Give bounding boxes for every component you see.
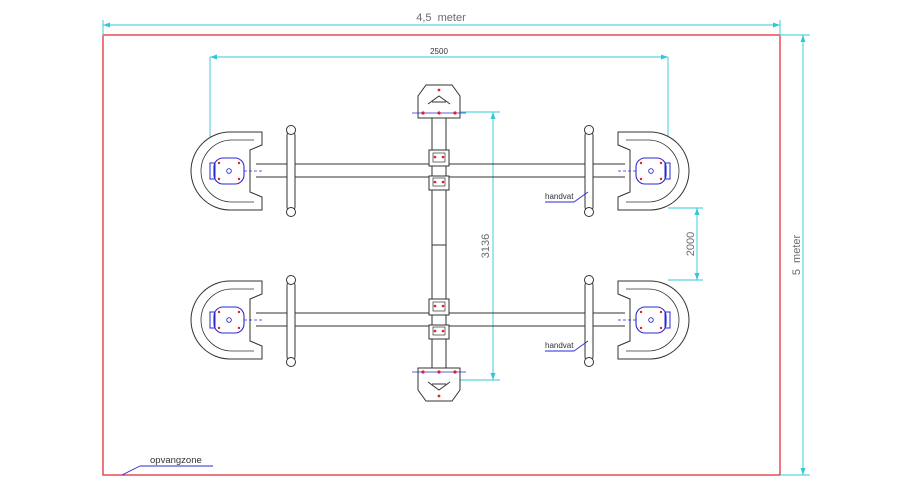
lower-pivot-block (428, 298, 450, 340)
zone-leader (121, 465, 213, 476)
seat-icon (617, 131, 690, 211)
height-dimension-label: 5 meter (791, 234, 803, 275)
handle-leader-upper (545, 191, 589, 203)
seat-icon (617, 280, 690, 360)
safety-zone-boundary (102, 34, 781, 476)
zone-label: opvangzone (150, 455, 202, 466)
length-dimension (455, 111, 500, 381)
width-dimension-label: 4,5 meter (416, 12, 466, 24)
handle-leader-lower (545, 340, 589, 352)
top-end-foot (412, 84, 466, 119)
span-dimension-label: 2500 (430, 47, 448, 56)
handle-label-lower: handvat (545, 341, 574, 350)
handle-label-upper: handvat (545, 192, 574, 201)
handle-icon (584, 125, 594, 217)
handle-icon (286, 275, 296, 367)
width-dimension (102, 20, 781, 36)
seat-icon (190, 131, 263, 211)
handle-icon (584, 275, 594, 367)
seat-icon (190, 280, 263, 360)
length-dimension-label: 3136 (480, 234, 492, 258)
gap-dimension-label: 2000 (685, 232, 697, 256)
upper-pivot-block (428, 149, 450, 191)
gap-dimension (668, 207, 703, 281)
bottom-end-foot (412, 367, 466, 402)
height-dimension (780, 34, 810, 476)
handle-icon (286, 125, 296, 217)
